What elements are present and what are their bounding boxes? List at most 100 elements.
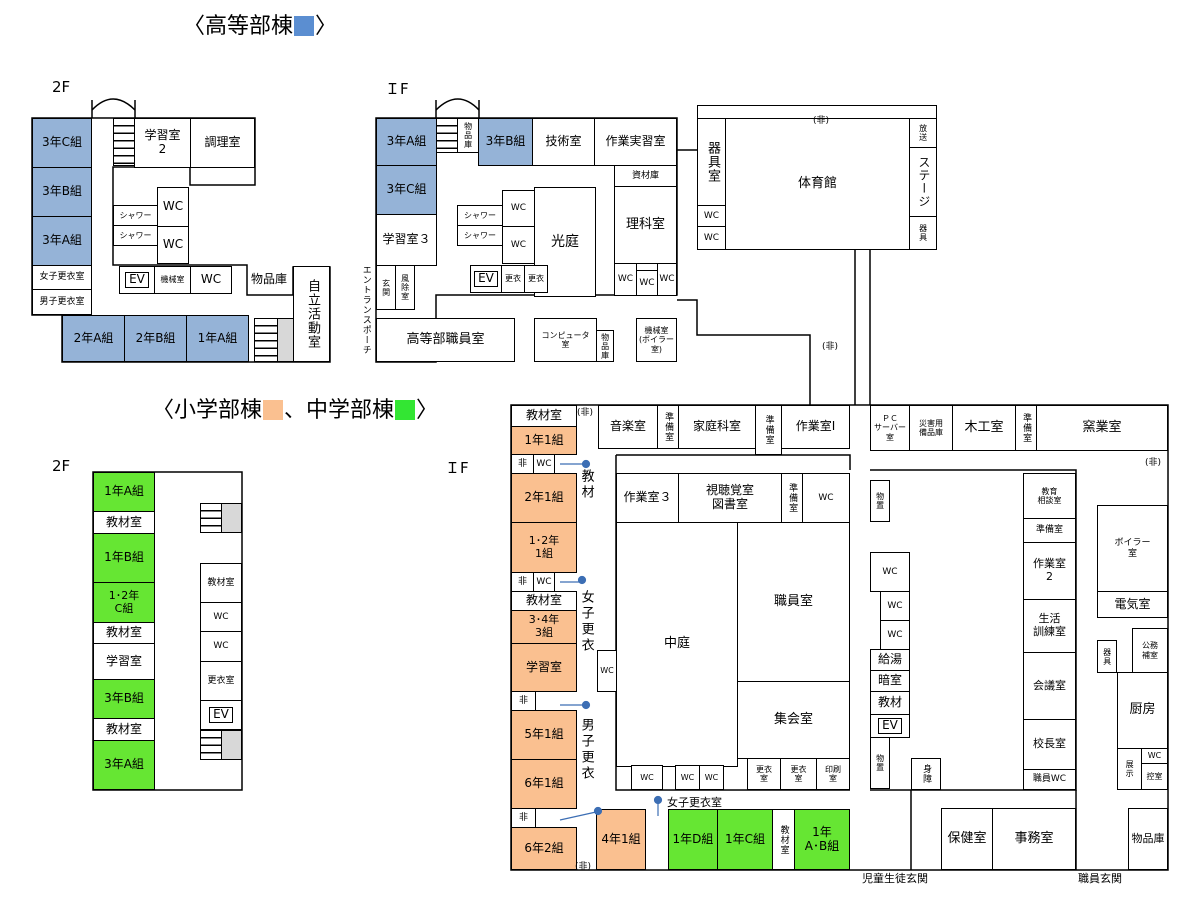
em1f-staff-room[interactable]: 職員室 — [737, 522, 850, 682]
em1f-work-room-2[interactable]: 作業室 2 — [1023, 542, 1076, 600]
hs1f-locker-2[interactable]: 更衣 — [524, 265, 548, 293]
em1f-storage-room[interactable]: 物品庫 — [1128, 808, 1168, 870]
gym-stage[interactable]: ステージ — [909, 147, 937, 217]
hs1f-science-room[interactable]: 理科室 — [614, 186, 677, 264]
em1f-print-room[interactable]: 印刷 室 — [816, 758, 850, 790]
hs1f-wc-2[interactable]: WC — [502, 226, 535, 264]
gymnasium[interactable]: 体育館 — [725, 118, 910, 250]
em1f-wc-d[interactable]: WC — [597, 650, 617, 692]
em1f-life-training-room[interactable]: 生活 訓練室 — [1023, 599, 1076, 653]
em1f-wc-k[interactable]: WC — [1141, 748, 1168, 764]
em1f-home-ec-room[interactable]: 家庭科室 — [678, 405, 756, 449]
em1f-kitchen[interactable]: 厨房 — [1117, 672, 1168, 749]
em1f-study-room[interactable]: 学習室 — [511, 643, 577, 692]
em1f-nurse-office[interactable]: 保健室 — [941, 808, 993, 870]
em1f-pc-server-room[interactable]: ＰＣ サーバー 室 — [870, 405, 910, 451]
elevator-label: EV — [125, 272, 149, 288]
em1f-5-1-classroom[interactable]: 5年1組 — [511, 710, 577, 760]
hs2f-activity-room[interactable]: 自立活動室 — [293, 266, 330, 362]
em1f-darkroom[interactable]: 暗室 — [870, 670, 910, 692]
hs2f-wc-3[interactable]: WC — [190, 266, 232, 294]
em1f-jh-1d-classroom[interactable]: 1年D組 — [668, 809, 718, 870]
em1f-accessible-wc[interactable]: 身障 — [911, 758, 941, 790]
em1f-6-1-classroom[interactable]: 6年1組 — [511, 759, 577, 809]
em1f-2-1-classroom[interactable]: 2年1組 — [511, 473, 577, 523]
hs1f-boiler-machine-room[interactable]: 機械室 (ボイラー室) — [636, 318, 677, 362]
hs1f-shower-2[interactable]: シャワー — [457, 225, 503, 246]
em1f-wc-c[interactable]: WC — [802, 473, 850, 523]
em2f-material-room-2[interactable]: 教材室 — [93, 622, 155, 644]
em1f-wc-i[interactable]: WC — [880, 591, 910, 621]
gym-equipment-room[interactable]: 器具室 — [697, 118, 726, 206]
hs2f-elevator[interactable]: EV — [119, 266, 155, 294]
hs1f-wc-5[interactable]: WC — [657, 263, 677, 296]
em2f-locker-room[interactable]: 更衣室 — [200, 661, 242, 701]
hs2f-wc-2[interactable]: WC — [157, 226, 189, 264]
em2f-jh-1a-classroom[interactable]: 1年A組 — [93, 472, 155, 512]
hs2f-3b-classroom[interactable]: 3年B組 — [32, 167, 92, 217]
em1f-woodwork-room[interactable]: 木工室 — [952, 405, 1016, 451]
hs1f-study-room-3[interactable]: 学習室３ — [376, 214, 437, 266]
em1f-material-room-2[interactable]: 教材室 — [511, 591, 577, 611]
em2f-material-room-4[interactable]: 教材室 — [200, 563, 242, 603]
hs1f-3a-classroom[interactable]: 3年A組 — [376, 118, 437, 166]
em1f-4-1-classroom[interactable]: 4年1組 — [596, 809, 646, 870]
gym-gear-room[interactable]: 器具 — [909, 216, 937, 250]
em2f-study-room[interactable]: 学習室 — [93, 643, 155, 680]
hs2f-1a-classroom[interactable]: 1年A組 — [186, 315, 249, 362]
em1f-wc-f[interactable]: WC — [675, 765, 700, 790]
em1f-assembly-hall[interactable]: 集会室 — [737, 681, 850, 759]
hs2f-shower-2[interactable]: シャワー — [113, 225, 158, 246]
em-1f-label: ＩF — [445, 459, 469, 477]
em2f-material-room-1[interactable]: 教材室 — [93, 511, 155, 534]
em1f-work-room-3[interactable]: 作業室３ — [616, 473, 679, 523]
em1f-disaster-storage[interactable]: 災害用 備品庫 — [909, 405, 953, 451]
em1f-waiting-room[interactable]: 控室 — [1141, 763, 1168, 790]
em1f-meeting-room[interactable]: 会議室 — [1023, 652, 1076, 720]
em1f-12-1-classroom[interactable]: 1･2年 1組 — [511, 522, 577, 573]
em2f-jh-3a-classroom[interactable]: 3年A組 — [93, 740, 155, 790]
em2f-elevator[interactable]: EV — [200, 700, 242, 730]
em1f-storage-r2[interactable]: 物置 — [870, 737, 890, 789]
hs2f-cooking-room[interactable]: 調理室 — [190, 118, 255, 168]
em1f-6-2-classroom[interactable]: 6年2組 — [511, 827, 577, 870]
hs1f-windbreak[interactable]: 風除室 — [395, 265, 415, 310]
em1f-ceramics-room[interactable]: 窯業室 — [1036, 405, 1168, 451]
hs2f-machine-room[interactable]: 機械室 — [154, 266, 191, 294]
hs2f-3a-classroom[interactable]: 3年A組 — [32, 216, 92, 266]
em1f-wc-g[interactable]: WC — [699, 765, 724, 790]
hs1f-locker-1[interactable]: 更衣 — [501, 265, 525, 293]
hs1f-staff-room[interactable]: 高等部職員室 — [376, 318, 515, 362]
em2f-jh-1b-classroom[interactable]: 1年B組 — [93, 533, 155, 583]
em1f-storage-r[interactable]: 物置 — [870, 480, 890, 522]
em1f-av-library[interactable]: 視聴覚室 図書室 — [678, 473, 782, 523]
em1f-elevator[interactable]: EV — [870, 714, 910, 738]
em2f-wc-1[interactable]: WC — [200, 602, 242, 632]
em1f-electric-room[interactable]: 電気室 — [1097, 591, 1168, 618]
hs2f-boys-locker[interactable]: 男子更衣室 — [32, 289, 92, 315]
em1f-jh-1ab-classroom[interactable]: 1年 A･B組 — [794, 809, 850, 870]
em1f-prep-room-2[interactable]: 準備室 — [755, 405, 782, 455]
em2f-wc-2[interactable]: WC — [200, 631, 242, 662]
em1f-work-room-1[interactable]: 作業室Ⅰ — [781, 405, 850, 449]
em1f-gear-room[interactable]: 器具 — [1097, 640, 1117, 673]
em1f-jh-1c-classroom[interactable]: 1年C組 — [717, 809, 773, 870]
hs1f-work-practice-room[interactable]: 作業実習室 — [594, 118, 677, 166]
em1f-locker-room-a[interactable]: 更衣 室 — [747, 758, 781, 790]
em1f-material-room-top[interactable]: 教材室 — [511, 405, 577, 427]
hs1f-tech-room[interactable]: 技術室 — [532, 118, 595, 166]
em1f-administration-office[interactable]: 事務室 — [992, 808, 1076, 870]
em1f-34-3-classroom[interactable]: 3･4年 3組 — [511, 610, 577, 644]
em1f-wc-j[interactable]: WC — [880, 620, 910, 650]
em1f-music-room[interactable]: 音楽室 — [598, 405, 658, 449]
hs2f-2b-classroom[interactable]: 2年B組 — [124, 315, 187, 362]
hs1f-3b-classroom[interactable]: 3年B組 — [478, 118, 533, 166]
em1f-hot-water-room[interactable]: 給湯 — [870, 649, 910, 671]
em1f-1-1-classroom[interactable]: 1年1組 — [511, 426, 577, 455]
hs1f-storage[interactable]: 物品庫 — [596, 330, 614, 362]
em1f-wc-e[interactable]: WC — [631, 765, 663, 790]
em1f-maintenance-room[interactable]: 公務 補室 — [1132, 628, 1168, 673]
em1f-staff-wc[interactable]: 職員WC — [1023, 769, 1076, 790]
hs2f-wc-1[interactable]: WC — [157, 187, 189, 227]
hs1f-3c-classroom[interactable]: 3年C組 — [376, 165, 437, 215]
